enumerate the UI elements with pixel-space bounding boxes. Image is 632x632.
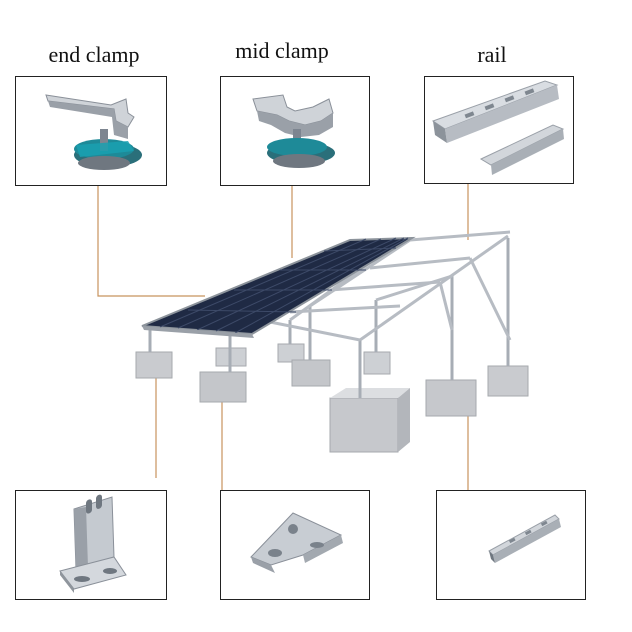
concrete-blocks	[135, 343, 529, 453]
frame-beams	[259, 230, 512, 342]
end-clamp-image	[45, 94, 142, 170]
channel-image	[488, 514, 561, 563]
mid-clamp-box	[220, 76, 370, 186]
foot-base-image	[59, 494, 127, 593]
end-clamp-label: end clamp	[48, 42, 140, 67]
foot-base-box	[15, 490, 167, 600]
mid-clamp-label: mid clamp	[235, 38, 329, 63]
bracket-box	[220, 490, 370, 600]
rail-image	[431, 80, 565, 175]
rail-box	[424, 76, 574, 184]
channel-box	[436, 490, 586, 600]
solar-panel-array	[141, 236, 416, 338]
rail-label: rail	[477, 42, 507, 67]
bracket-image	[250, 512, 343, 573]
end-clamp-box	[15, 76, 167, 186]
mid-clamp-image	[252, 94, 335, 168]
end-clamp-leader	[97, 186, 205, 297]
